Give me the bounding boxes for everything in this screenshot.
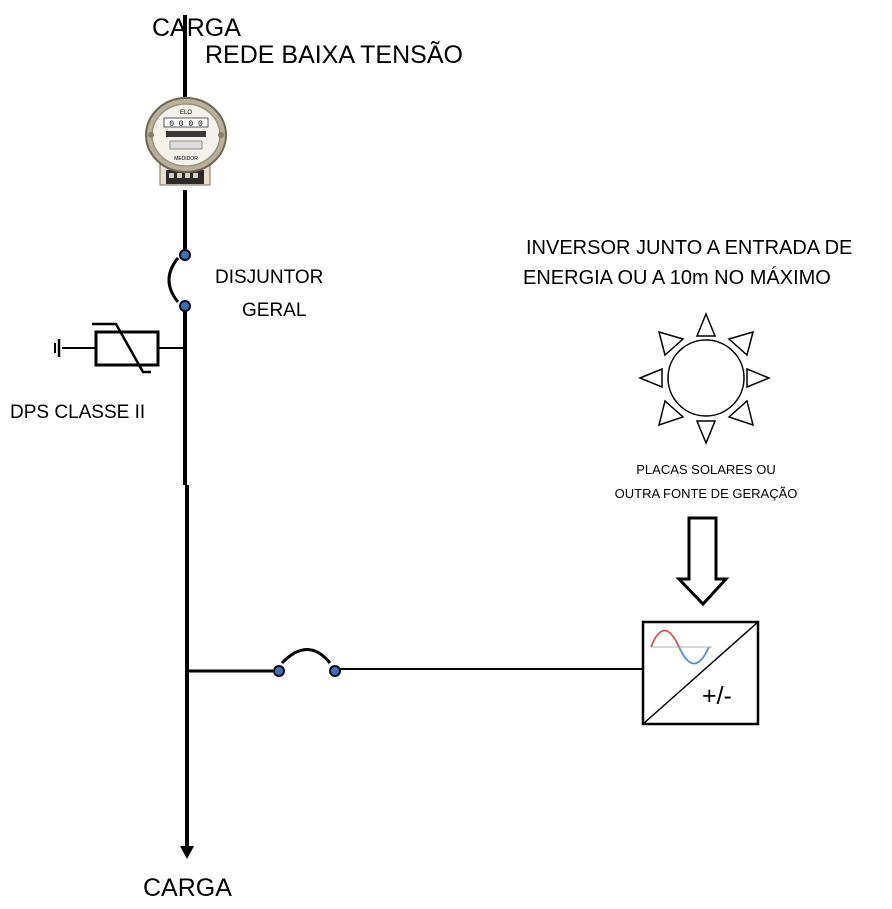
sun-disc xyxy=(667,339,745,417)
branch-terminal-left xyxy=(273,665,285,677)
main-breaker xyxy=(167,249,191,312)
inverter-icon xyxy=(641,620,760,726)
sun-icon xyxy=(638,312,771,445)
breaker-terminal-top xyxy=(179,249,191,261)
inverter-symbol-label: +/- xyxy=(702,682,732,710)
varistor-icon xyxy=(94,330,160,367)
source-arrow-icon xyxy=(675,516,730,607)
breaker-arc xyxy=(167,257,180,303)
surge-protector xyxy=(54,322,185,374)
breaker-label-line1: DISJUNTOR xyxy=(215,267,323,288)
inverter-note-line1: INVERSOR JUNTO A ENTRADA DE xyxy=(526,237,852,259)
dps-label: DPS CLASSE II xyxy=(10,402,145,423)
bottom-load-label: CARGA xyxy=(143,874,232,902)
inverter-note-line2: ENERGIA OU A 10m NO MÁXIMO xyxy=(523,266,831,289)
breaker-label-line2: GERAL xyxy=(242,300,306,321)
meter-digits: 0 0 0 0 xyxy=(169,120,203,129)
down-arrow-icon xyxy=(180,846,194,859)
meter-caption: MEDIDOR xyxy=(174,156,198,162)
top-load-label: CARGA xyxy=(152,14,241,42)
source-label-line1: PLACAS SOLARES OU xyxy=(636,462,775,477)
energy-meter-icon: 0 0 0 0 ELO MEDIDOR xyxy=(145,97,227,186)
grid-label: REDE BAIXA TENSÃO xyxy=(205,40,463,69)
source-label-line2: OUTRA FONTE DE GERAÇÃO xyxy=(615,486,798,501)
meter-brand: ELO xyxy=(180,110,192,116)
branch-terminal-right xyxy=(329,665,341,677)
breaker-terminal-bottom xyxy=(179,300,191,312)
branch-breaker-arc xyxy=(280,648,332,665)
